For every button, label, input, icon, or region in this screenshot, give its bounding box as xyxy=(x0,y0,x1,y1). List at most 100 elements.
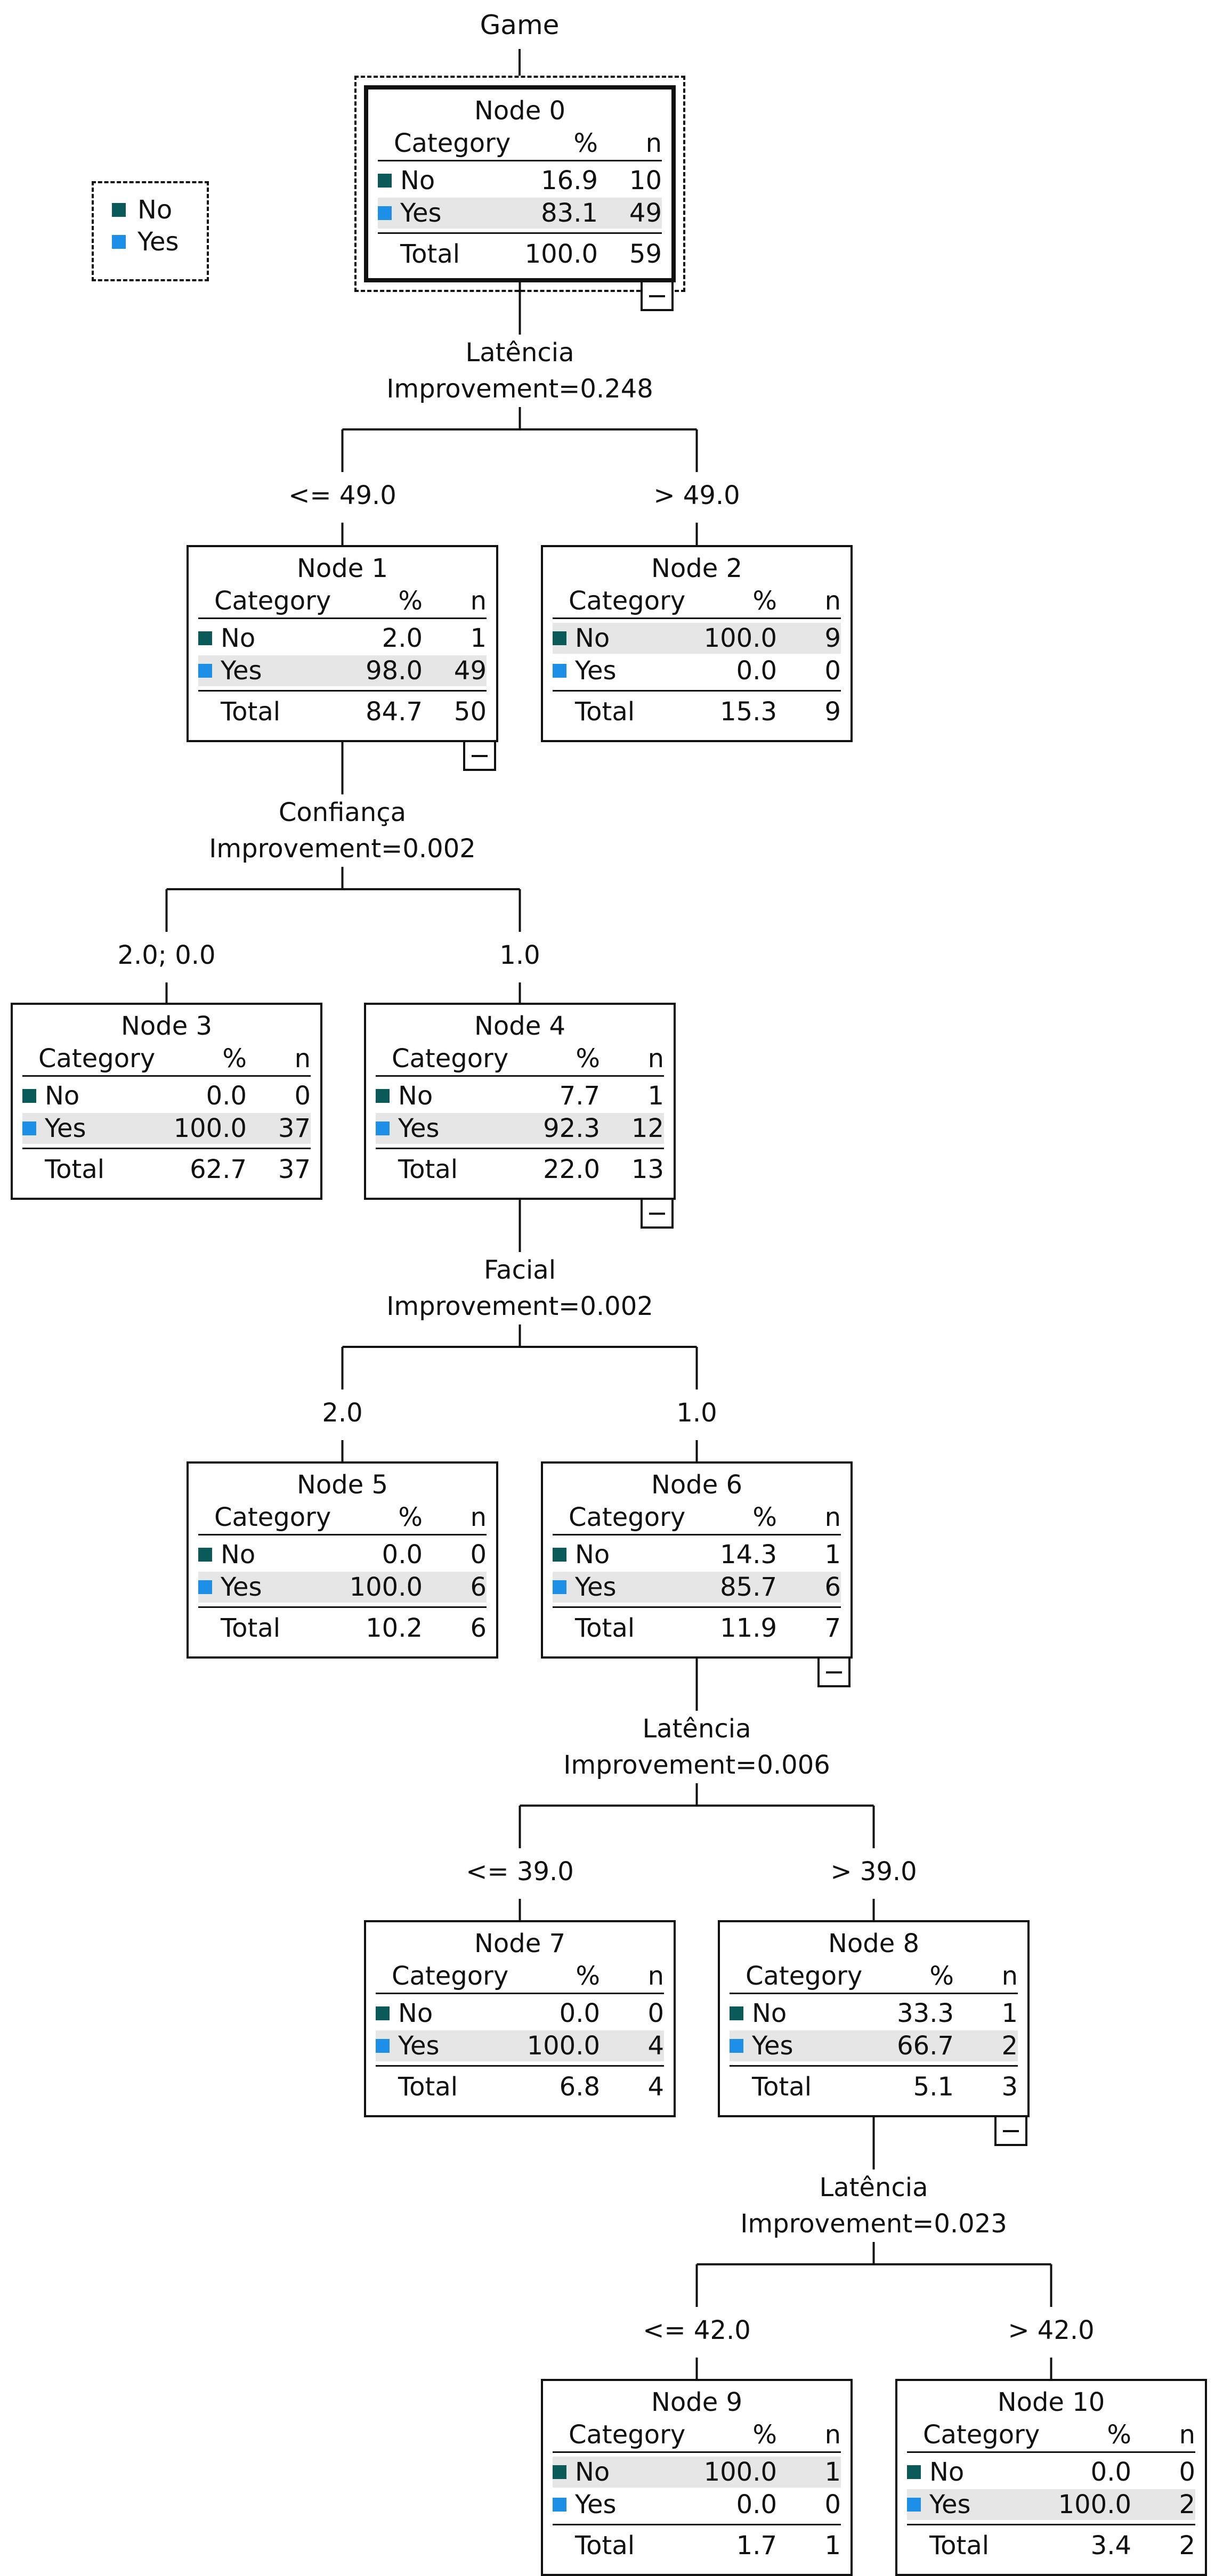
category-percent: 100.0 xyxy=(173,1114,247,1143)
category-label: Yes xyxy=(398,2031,440,2061)
table-header: Category%n xyxy=(730,1961,1018,1992)
total-divider xyxy=(907,2524,1195,2525)
split-variable: Confiança xyxy=(278,798,407,827)
header-category: Category xyxy=(569,1502,686,1532)
category-swatch-yes xyxy=(553,2498,566,2512)
total-divider xyxy=(730,2065,1018,2067)
table-header: Category%n xyxy=(198,1502,487,1533)
node-title: Node 10 xyxy=(997,2387,1105,2417)
category-count: 0 xyxy=(824,2490,841,2520)
table-header: Category%n xyxy=(376,1043,664,1074)
total-percent: 1.7 xyxy=(736,2531,777,2561)
header-category: Category xyxy=(392,1044,509,1074)
category-label: No xyxy=(575,623,610,653)
total-count: 50 xyxy=(453,697,487,727)
total-count: 37 xyxy=(278,1155,311,1184)
category-label: Yes xyxy=(221,656,262,686)
collapse-toggle-icon[interactable] xyxy=(641,280,674,311)
category-swatch-no xyxy=(376,2006,390,2020)
category-count: 1 xyxy=(470,623,487,653)
split-variable: Facial xyxy=(483,1255,556,1285)
category-percent: 100.0 xyxy=(349,1572,423,1602)
total-percent: 84.7 xyxy=(366,697,423,727)
header-divider xyxy=(553,1534,841,1535)
category-swatch-no xyxy=(376,1089,390,1103)
header-n: n xyxy=(470,586,487,616)
header-n: n xyxy=(1001,1961,1018,1991)
header-n: n xyxy=(824,1502,841,1532)
category-percent: 0.0 xyxy=(206,1081,247,1111)
collapse-toggle-icon[interactable] xyxy=(817,1656,851,1687)
total-count: 9 xyxy=(824,697,841,727)
legend: No Yes xyxy=(92,181,209,281)
branch-label: > 49.0 xyxy=(653,481,740,510)
node-title: Node 3 xyxy=(120,1011,213,1041)
header-category: Category xyxy=(394,128,511,158)
split-improvement: Improvement=0.248 xyxy=(386,374,653,404)
category-swatch-no xyxy=(198,1548,212,1562)
total-percent: 11.9 xyxy=(720,1613,777,1643)
category-label: No xyxy=(221,623,256,653)
total-count: 59 xyxy=(629,239,662,269)
category-count: 49 xyxy=(629,198,662,228)
category-count: 12 xyxy=(631,1114,664,1143)
collapse-toggle-icon[interactable] xyxy=(463,740,496,771)
category-label: Yes xyxy=(575,1572,617,1602)
header-n: n xyxy=(1179,2420,1195,2450)
table-header: Category%n xyxy=(198,586,487,616)
total-divider xyxy=(553,690,841,692)
header-category: Category xyxy=(569,2420,686,2450)
total-count: 13 xyxy=(631,1155,664,1184)
collapse-toggle-icon[interactable] xyxy=(994,2115,1027,2146)
total-label: Total xyxy=(398,1155,458,1184)
header-divider xyxy=(376,1993,664,1994)
category-percent: 85.7 xyxy=(720,1572,777,1602)
header-percent: % xyxy=(573,128,598,158)
branch-label: 1.0 xyxy=(676,1398,717,1428)
branch-label: 2.0 xyxy=(322,1398,363,1428)
header-percent: % xyxy=(1107,2420,1131,2450)
split-improvement: Improvement=0.023 xyxy=(740,2209,1007,2239)
header-category: Category xyxy=(38,1044,156,1074)
node-title: Node 8 xyxy=(828,1929,920,1959)
header-percent: % xyxy=(398,1502,423,1532)
category-swatch-no xyxy=(378,174,392,188)
header-n: n xyxy=(645,128,662,158)
category-swatch-no xyxy=(198,631,212,645)
category-swatch-yes xyxy=(553,664,566,678)
total-divider xyxy=(376,1148,664,1149)
branch-label: <= 39.0 xyxy=(466,1857,574,1887)
table-header: Category%n xyxy=(376,1961,664,1992)
total-label: Total xyxy=(575,2531,635,2561)
header-divider xyxy=(378,160,662,161)
category-percent: 92.3 xyxy=(543,1114,600,1143)
node-title: Node 4 xyxy=(474,1011,566,1041)
header-category: Category xyxy=(923,2420,1040,2450)
header-divider xyxy=(22,1075,311,1077)
category-label: Yes xyxy=(752,2031,793,2061)
total-count: 6 xyxy=(470,1613,487,1643)
collapse-toggle-icon[interactable] xyxy=(641,1198,674,1229)
header-divider xyxy=(553,2451,841,2453)
branch-label: 1.0 xyxy=(499,940,540,970)
